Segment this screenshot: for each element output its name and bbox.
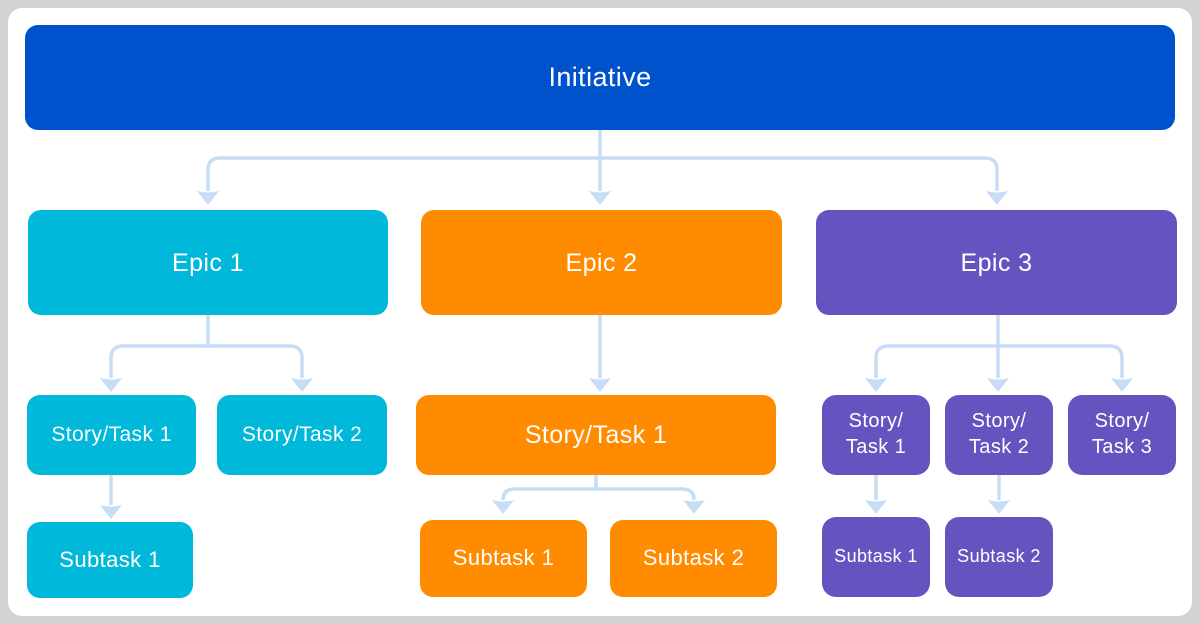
node-epic-2: Epic 2 [421,210,782,315]
node-epic2-story-task-1-label: Story/Task 1 [524,421,668,449]
connector-strokes [109,130,1124,505]
node-epic3-story-task-2: Story/ Task 2 [945,395,1053,475]
node-epic3-subtask-1-label: Subtask 1 [834,546,918,567]
node-epic3-story-task-1: Story/ Task 1 [822,395,930,475]
node-epic1-story-task-2: Story/Task 2 [217,395,387,475]
node-epic3-subtask-1: Subtask 1 [822,517,930,597]
node-epic2-subtask-2-label: Subtask 2 [642,545,745,571]
node-epic-1: Epic 1 [28,210,388,315]
node-epic1-subtask-1-label: Subtask 1 [59,546,161,572]
node-epic-2-label: Epic 2 [565,248,638,277]
node-epic-1-label: Epic 1 [172,248,244,277]
node-initiative: Initiative [25,25,1175,130]
connector-arrowheads [100,191,1133,519]
node-epic-3-label: Epic 3 [960,248,1033,277]
node-epic3-story-task-3-line1: Story/ [1094,410,1150,433]
node-epic3-story-task-3: Story/ Task 3 [1068,395,1176,475]
node-initiative-label: Initiative [548,62,652,93]
node-epic1-story-task-2-label: Story/Task 2 [241,422,363,446]
node-epic3-story-task-2-line2: Task 2 [968,436,1030,458]
node-epic2-subtask-1: Subtask 1 [420,520,587,597]
node-epic1-story-task-1: Story/Task 1 [27,395,196,475]
node-epic-3: Epic 3 [816,210,1177,315]
node-epic2-subtask-1-label: Subtask 1 [452,545,555,571]
node-epic2-story-task-1: Story/Task 1 [416,395,776,475]
node-epic1-subtask-1: Subtask 1 [27,522,193,598]
node-epic3-subtask-2-label: Subtask 2 [957,546,1041,567]
node-epic3-subtask-2: Subtask 2 [945,517,1053,597]
node-epic3-story-task-1-line1: Story/ [848,410,904,433]
node-epic3-story-task-3-line2: Task 3 [1091,436,1153,458]
node-epic3-story-task-2-line1: Story/ [971,410,1027,433]
node-epic3-story-task-1-line2: Task 1 [845,436,907,458]
node-epic2-subtask-2: Subtask 2 [610,520,777,597]
node-epic1-story-task-1-label: Story/Task 1 [51,422,172,446]
